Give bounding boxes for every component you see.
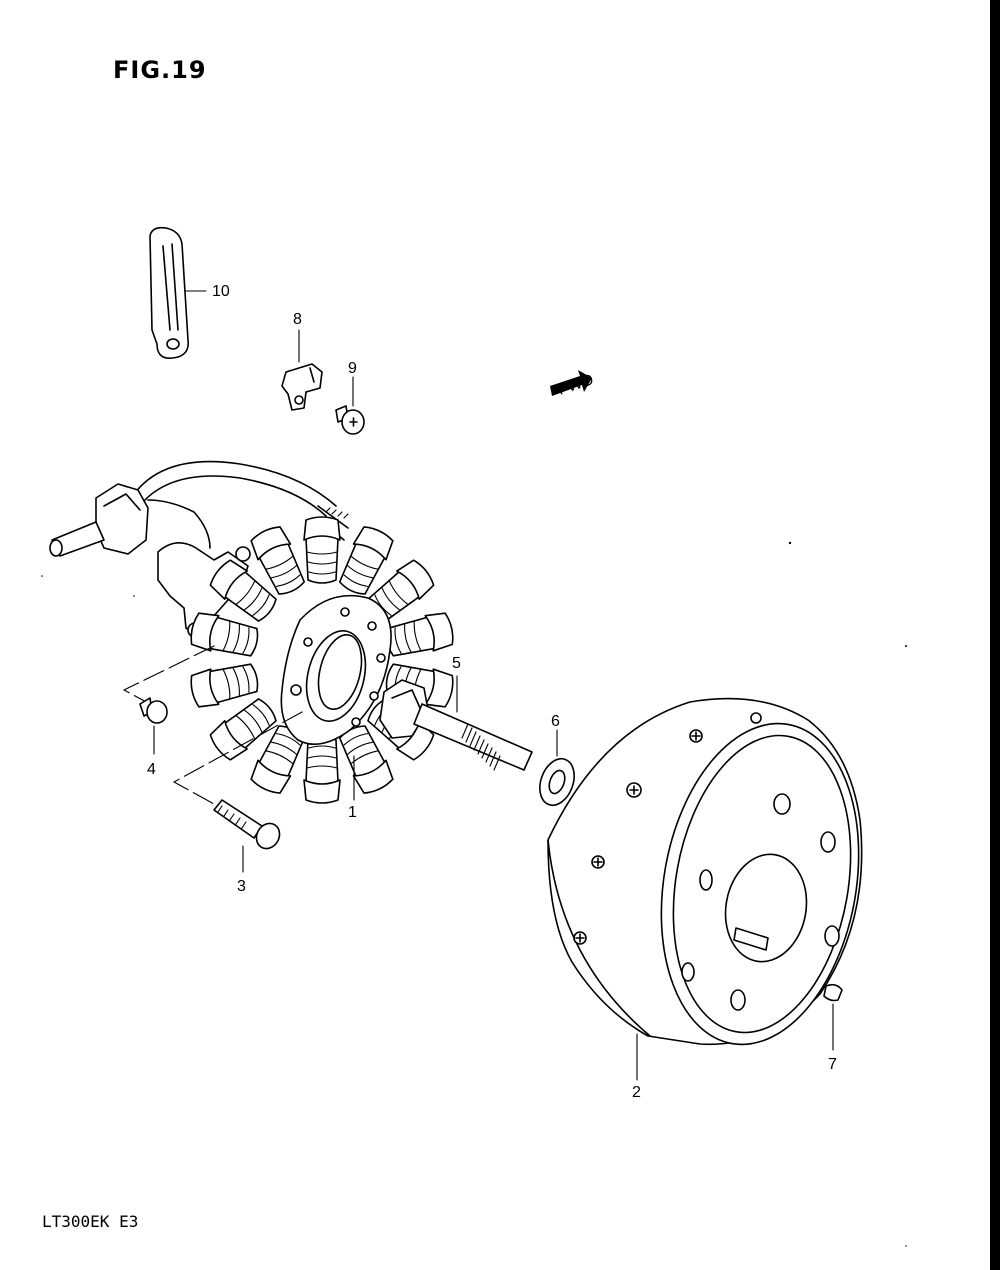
model-code: LT300EK E3 — [42, 1212, 139, 1231]
flywheel-rotor — [547, 697, 863, 1081]
print-specks — [41, 541, 907, 1247]
callout-4: 4 — [147, 761, 156, 778]
stator-pole — [338, 725, 394, 794]
forward-direction-arrow: FWD — [550, 370, 596, 399]
stator-pole — [250, 725, 306, 794]
callout-10: 10 — [212, 283, 230, 300]
clamp-screw — [335, 376, 365, 435]
callout-5: 5 — [452, 655, 461, 672]
stator-pole — [338, 526, 394, 595]
stator-pole — [385, 612, 454, 657]
callout-1: 1 — [348, 804, 357, 821]
wire-holder-strap — [149, 226, 207, 360]
stator-pole — [190, 612, 259, 657]
callout-labels: 1 2 3 4 5 6 7 8 9 10 — [147, 283, 837, 1101]
stator-pole — [303, 736, 341, 804]
woodruff-key — [823, 983, 843, 1051]
stator-pole — [367, 559, 435, 622]
callout-2: 2 — [632, 1084, 641, 1101]
callout-9: 9 — [348, 360, 357, 377]
callout-8: 8 — [293, 311, 302, 328]
stator-coil — [49, 460, 454, 804]
washer — [539, 729, 575, 807]
wire-clamp — [281, 329, 323, 411]
fwd-label: FWD — [556, 371, 596, 398]
stator-pole — [209, 698, 277, 761]
callout-7: 7 — [828, 1056, 837, 1073]
stator-pole — [190, 663, 259, 708]
rotor-bolt — [379, 675, 533, 771]
lead-wire-screw — [122, 645, 215, 755]
callout-6: 6 — [551, 713, 560, 730]
callout-3: 3 — [237, 878, 246, 895]
page-edge-bar — [990, 0, 1000, 1270]
stator-pole — [303, 516, 341, 584]
stator-screw — [172, 711, 303, 873]
stator-pole — [209, 559, 277, 622]
figure-title: FIG.19 — [113, 56, 207, 84]
stator-pole — [250, 526, 306, 595]
